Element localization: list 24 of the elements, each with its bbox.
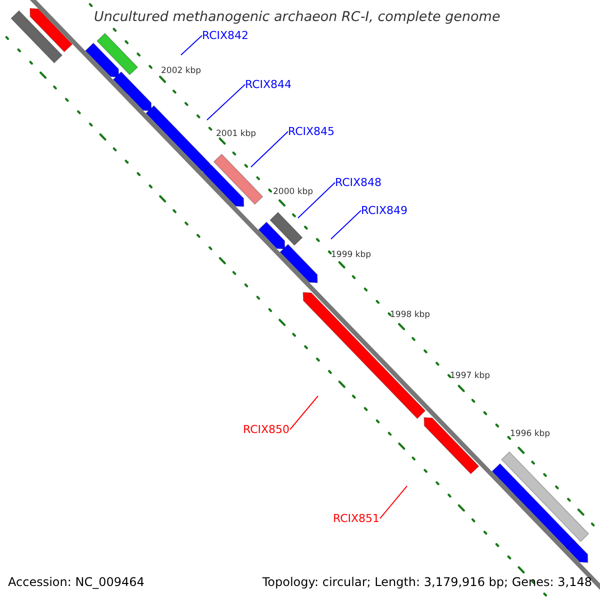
gene-label: RCIX848 xyxy=(335,176,382,189)
leader-line xyxy=(250,131,288,168)
leader-line xyxy=(330,210,362,240)
gene-label: RCIX845 xyxy=(288,125,335,138)
scale-label: 2000 kbp xyxy=(273,187,314,197)
leader-line xyxy=(206,84,246,120)
scale-label: 1998 kbp xyxy=(390,310,430,320)
gene-label: RCIX851 xyxy=(333,512,380,525)
scale-label: 1996 kbp xyxy=(510,429,550,439)
scale-label: 1999 kbp xyxy=(331,250,372,260)
genome-title: Uncultured methanogenic archaeon RC-I, complete genome xyxy=(94,9,500,25)
gene-label: RCIX844 xyxy=(245,78,292,91)
genome-info-text: Accession: NC_009464 xyxy=(8,575,144,589)
scale-label: 1997 kbp xyxy=(450,371,490,381)
scale-label: 2001 kbp xyxy=(216,129,256,139)
leader-line xyxy=(298,182,336,218)
gene-label: RCIX849 xyxy=(361,204,408,217)
gene-label: RCIX850 xyxy=(243,423,290,436)
leader-line xyxy=(380,486,408,519)
genome-info-text: Topology: circular; Length: 3,179,916 bp; Genes: 3,148 xyxy=(262,575,592,589)
scale-label: 2002 kbp xyxy=(161,66,202,76)
leader-line xyxy=(180,35,202,56)
gene-label: RCIX842 xyxy=(202,29,249,42)
leader-line xyxy=(290,396,318,430)
